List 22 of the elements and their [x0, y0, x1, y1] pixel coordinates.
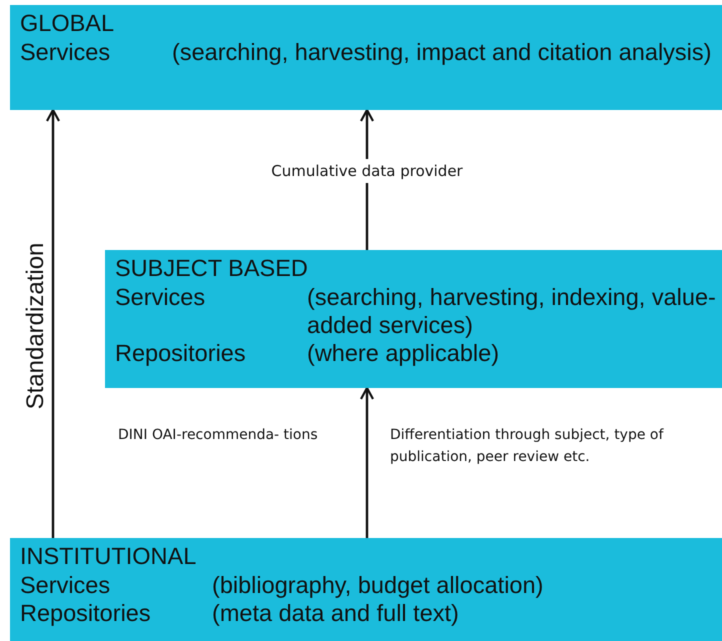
row-description: (bibliography, budget allocation) [212, 571, 544, 599]
row-term: Services [20, 38, 112, 66]
note-text: DINI OAI-recommenda- tions [118, 426, 319, 445]
edge-label: Cumulative data provider [269, 159, 465, 183]
row-description: (searching, harvesting, impact and citation analysis) [172, 38, 712, 66]
row-description: (meta data and full text) [212, 599, 460, 627]
arrow [46, 108, 60, 538]
arrow [360, 386, 374, 538]
row-term: Services [20, 571, 112, 599]
note-text: Differentiation through subject, type of publication, peer review etc. [390, 426, 665, 467]
row-term: Repositories [20, 599, 152, 627]
level-box [10, 5, 722, 110]
level-heading: SUBJECT BASED [115, 254, 309, 282]
row-description: (where applicable) [307, 339, 500, 367]
level-heading: GLOBAL [20, 9, 116, 37]
row-description: (searching, harvesting, indexing, value-added services) [307, 283, 717, 339]
level-heading: INSTITUTIONAL [20, 542, 198, 570]
row-term: Repositories [115, 339, 247, 367]
edge-label: Standardization [22, 242, 50, 410]
level-box [10, 538, 722, 641]
level-box [105, 250, 722, 388]
row-term: Services [115, 283, 206, 312]
